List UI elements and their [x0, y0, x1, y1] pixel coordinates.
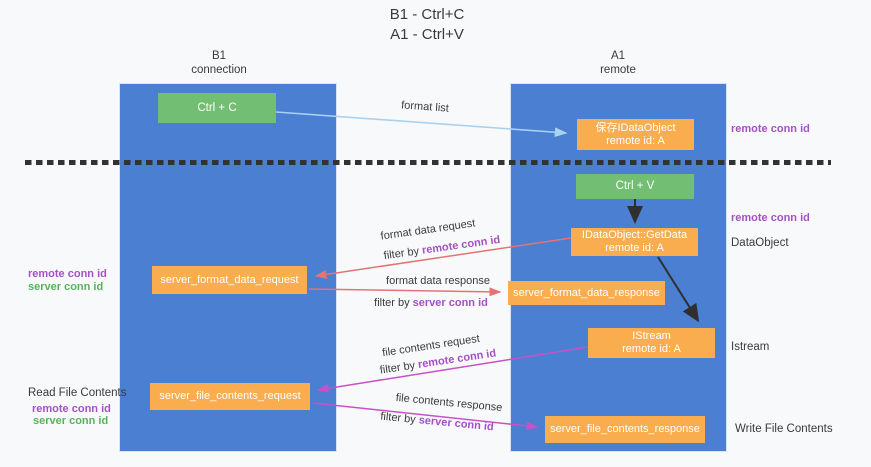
node-server-file-contents-response-label: server_file_contents_response [550, 423, 700, 435]
lifeline-a1-role: remote [600, 64, 636, 76]
server-conn-id-text: server conn id [418, 414, 495, 434]
annotation-write-file-contents: Write File Contents [735, 423, 833, 435]
annotation-server-conn-id-bottom: server conn id [33, 415, 109, 427]
node-istream-title: IStream [632, 330, 671, 342]
node-server-file-contents-request: server_file_contents_request [150, 383, 310, 410]
annotation-remote-conn-id-left: remote conn id [28, 268, 107, 280]
node-server-format-data-response-label: server_format_data_response [513, 286, 660, 299]
lifeline-b1-name: B1 [211, 50, 227, 62]
diagram-title: B1 - Ctrl+C A1 - Ctrl+V [352, 5, 502, 45]
node-istream-subtitle: remote id: A [622, 343, 681, 355]
filter-by-text: filter by [379, 410, 420, 427]
node-server-file-contents-request-label: server_file_contents_request [159, 390, 301, 402]
node-ctrl-c: Ctrl + C [158, 93, 276, 123]
node-server-format-data-response: server_format_data_response [508, 281, 665, 305]
node-save-dataobject-title: 保存IDataObject [595, 121, 676, 134]
edge-label-format-list: format list [400, 99, 450, 115]
node-ctrl-c-label: Ctrl + C [197, 101, 237, 114]
lifeline-a1-name: A1 [610, 50, 626, 62]
annotation-remote-conn-id-bottom: remote conn id [32, 403, 111, 415]
node-getdata-title: IDataObject::GetData [581, 229, 688, 241]
remote-conn-id-text: remote conn id [421, 233, 501, 257]
annotation-istream: Istream [731, 341, 770, 353]
phase-divider-dashed-line [25, 160, 831, 165]
filter-by-text: filter by [379, 359, 419, 377]
diagram-title-line1: B1 - Ctrl+C [389, 6, 465, 23]
edge-label-file-contents-response-filter: filter by server conn id [380, 411, 494, 434]
node-ctrl-v-label: Ctrl + V [615, 180, 655, 192]
lifeline-b1-role: connection [191, 64, 247, 76]
lifeline-header-b1: B1 connection [169, 49, 269, 77]
node-ctrl-v: Ctrl + V [576, 174, 694, 199]
node-server-file-contents-response: server_file_contents_response [545, 416, 705, 443]
annotation-server-conn-id-left: server conn id [28, 281, 104, 293]
node-istream: IStream remote id: A [588, 328, 715, 358]
edge-label-file-contents-response: file contents response [395, 391, 503, 415]
edge-label-format-data-response: format data response [386, 275, 490, 287]
server-conn-id-text: server conn id [412, 297, 488, 309]
filter-by-text: filter by [383, 244, 423, 263]
annotation-remote-conn-id-top: remote conn id [731, 123, 810, 135]
node-server-format-data-request: server_format_data_request [152, 266, 307, 294]
edge-label-format-data-response-filter: filter by server conn id [374, 297, 488, 309]
node-save-dataobject-subtitle: remote id: A [606, 134, 665, 147]
node-getdata-subtitle: remote id: A [605, 242, 664, 254]
annotation-remote-conn-id-mid: remote conn id [731, 212, 810, 224]
node-save-dataobject: 保存IDataObject remote id: A [577, 119, 694, 150]
node-server-format-data-request-label: server_format_data_request [160, 273, 299, 286]
node-idataobject-getdata: IDataObject::GetData remote id: A [571, 228, 698, 256]
lifeline-header-a1: A1 remote [568, 49, 668, 77]
diagram-title-line2: A1 - Ctrl+V [390, 26, 464, 43]
annotation-dataobject: DataObject [731, 237, 789, 249]
filter-by-text: filter by [374, 297, 413, 309]
annotation-read-file-contents: Read File Contents [28, 387, 127, 399]
arrow-format-data-response [308, 287, 502, 297]
